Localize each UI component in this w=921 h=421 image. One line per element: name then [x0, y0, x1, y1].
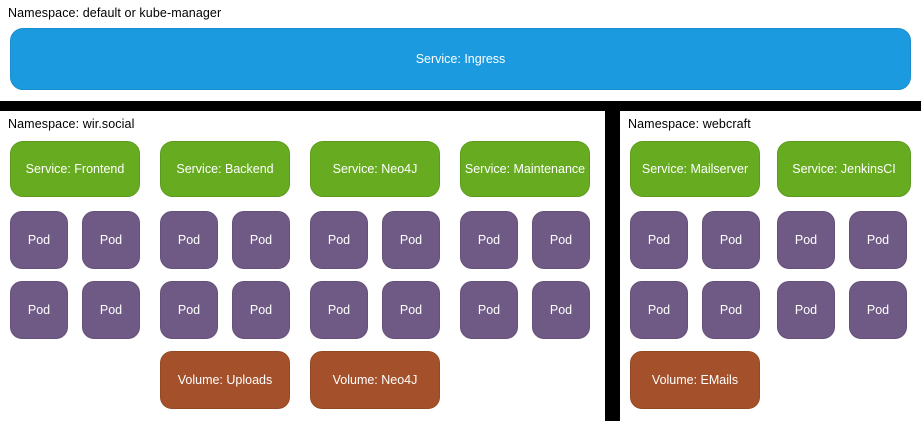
pod[interactable]: Pod: [460, 281, 518, 339]
pod[interactable]: Pod: [310, 211, 368, 269]
service-mailserver[interactable]: Service: Mailserver: [630, 141, 760, 197]
service-ingress[interactable]: Service: Ingress: [10, 28, 911, 90]
pod[interactable]: Pod: [702, 211, 760, 269]
pod[interactable]: Pod: [532, 281, 590, 339]
namespace-panel-webcraft: Namespace: webcraft Service: Mailserver …: [620, 111, 921, 421]
namespace-label-webcraft: Namespace: webcraft: [628, 117, 751, 131]
service-frontend[interactable]: Service: Frontend: [10, 141, 140, 197]
service-jenkinsci[interactable]: Service: JenkinsCI: [777, 141, 911, 197]
namespace-label-default-kube-manager: Namespace: default or kube-manager: [8, 6, 222, 20]
volume-emails[interactable]: Volume: EMails: [630, 351, 760, 409]
service-neo4j[interactable]: Service: Neo4J: [310, 141, 440, 197]
pod[interactable]: Pod: [232, 281, 290, 339]
pod[interactable]: Pod: [849, 211, 907, 269]
service-backend[interactable]: Service: Backend: [160, 141, 290, 197]
namespace-panel-wir-social: Namespace: wir.social Service: Frontend …: [0, 111, 605, 421]
pod[interactable]: Pod: [160, 211, 218, 269]
pod[interactable]: Pod: [460, 211, 518, 269]
pod[interactable]: Pod: [82, 281, 140, 339]
volume-uploads[interactable]: Volume: Uploads: [160, 351, 290, 409]
pod[interactable]: Pod: [849, 281, 907, 339]
volume-neo4j[interactable]: Volume: Neo4J: [310, 351, 440, 409]
pod[interactable]: Pod: [777, 211, 835, 269]
pod[interactable]: Pod: [382, 211, 440, 269]
pod[interactable]: Pod: [160, 281, 218, 339]
pod[interactable]: Pod: [630, 281, 688, 339]
pod[interactable]: Pod: [232, 211, 290, 269]
pod[interactable]: Pod: [702, 281, 760, 339]
namespace-panel-default-kube-manager: Namespace: default or kube-manager Servi…: [0, 0, 921, 101]
pod[interactable]: Pod: [630, 211, 688, 269]
pod[interactable]: Pod: [82, 211, 140, 269]
service-maintenance[interactable]: Service: Maintenance: [460, 141, 590, 197]
pod[interactable]: Pod: [310, 281, 368, 339]
pod[interactable]: Pod: [382, 281, 440, 339]
pod[interactable]: Pod: [532, 211, 590, 269]
pod[interactable]: Pod: [10, 211, 68, 269]
pod[interactable]: Pod: [777, 281, 835, 339]
pod[interactable]: Pod: [10, 281, 68, 339]
namespace-label-wir-social: Namespace: wir.social: [8, 117, 135, 131]
